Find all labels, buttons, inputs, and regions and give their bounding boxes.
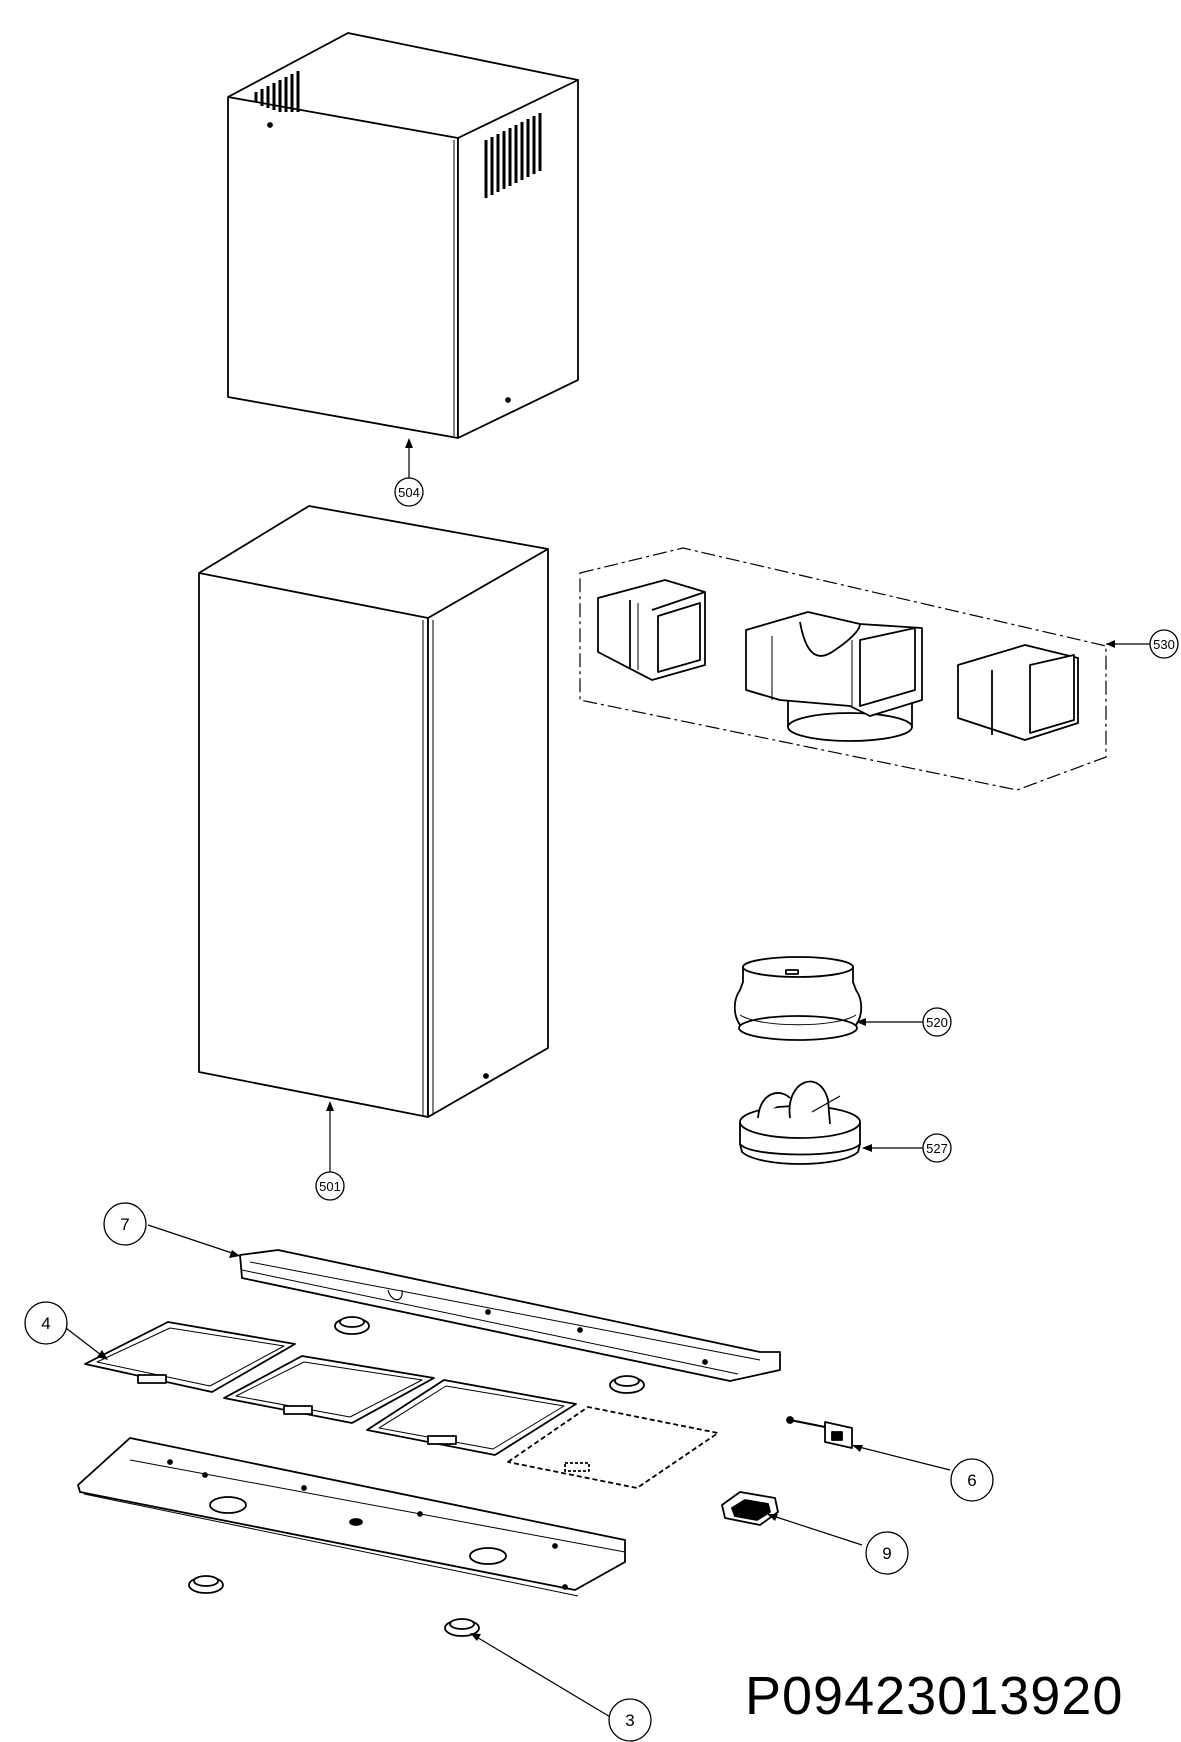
callout-7: 7 — [103, 1202, 147, 1246]
callout-9: 9 — [865, 1531, 909, 1575]
drawing-code: P09423013920 — [745, 1666, 1124, 1726]
vent-slots-side — [484, 113, 542, 198]
lamps — [188, 1316, 645, 1719]
callout-501: 501 — [315, 1171, 345, 1201]
upper-rail — [147, 1224, 781, 1382]
callout-3: 3 — [608, 1698, 652, 1742]
callout-530-label: 530 — [1153, 637, 1175, 652]
callout-530: 530 — [1149, 629, 1179, 659]
vent-slots-back — [254, 71, 300, 112]
callout-520-label: 520 — [926, 1015, 948, 1030]
callout-520: 520 — [922, 1007, 952, 1037]
led-driver — [721, 1491, 863, 1546]
callout-3-label: 3 — [625, 1711, 634, 1730]
callout-504: 504 — [394, 477, 424, 507]
grease-filters — [61, 1321, 719, 1489]
callout-6: 6 — [950, 1458, 994, 1502]
callout-9-label: 9 — [882, 1544, 891, 1563]
callout-504-label: 504 — [398, 485, 420, 500]
lower-chimney — [198, 505, 549, 1172]
callout-4: 4 — [24, 1301, 68, 1345]
lower-rail — [77, 1437, 626, 1597]
callout-7-label: 7 — [120, 1215, 129, 1234]
upper-chimney — [227, 32, 579, 480]
adapter-right — [957, 644, 1079, 741]
adapter-tee — [745, 611, 923, 742]
duct-adapters-group — [579, 547, 1150, 791]
reducer-collar — [733, 956, 923, 1041]
switch-board — [786, 1416, 951, 1471]
callout-501-label: 501 — [319, 1179, 341, 1194]
callout-6-label: 6 — [967, 1471, 976, 1490]
callout-527: 527 — [922, 1133, 952, 1163]
valve-collar — [739, 1080, 923, 1165]
adapter-left — [597, 579, 706, 681]
callout-527-label: 527 — [926, 1141, 948, 1156]
callout-4-label: 4 — [41, 1314, 50, 1333]
